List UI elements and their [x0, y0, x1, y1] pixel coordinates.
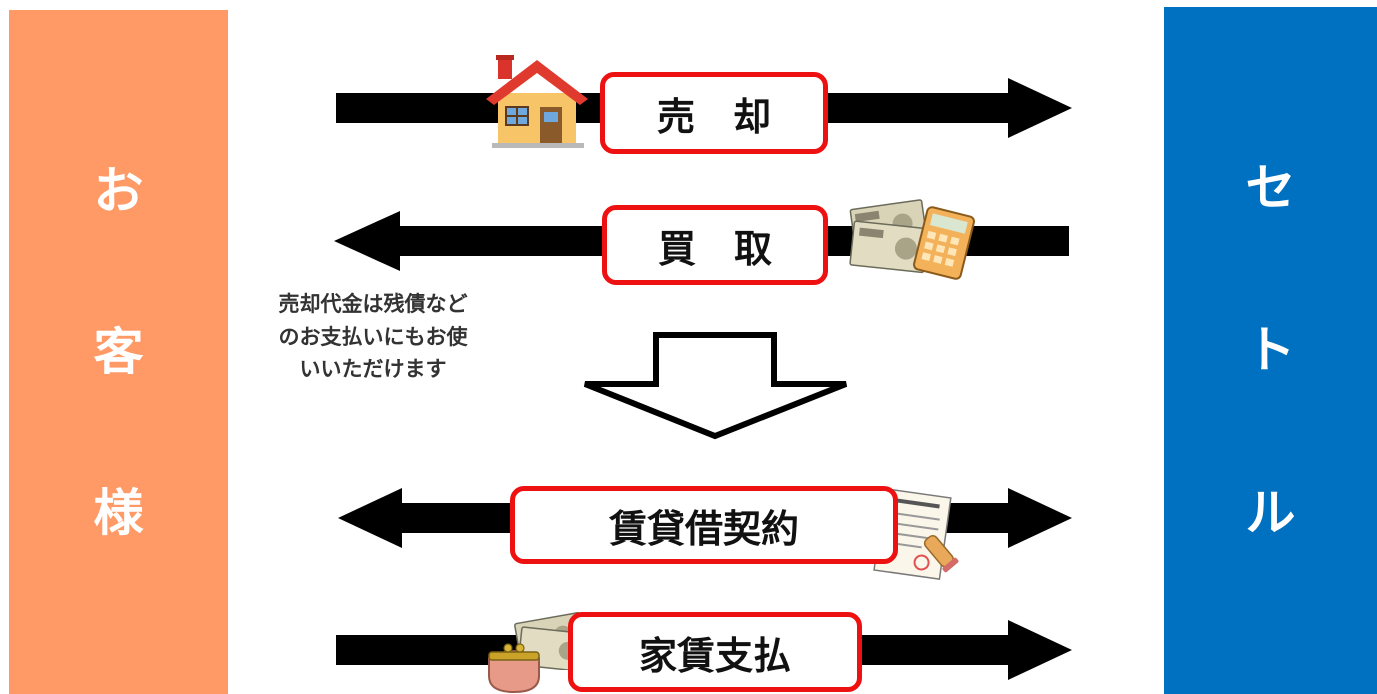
- lease-contract-label: 賃貸借契約: [510, 486, 898, 564]
- down-arrow: [583, 332, 848, 440]
- note-line-2: のお支払いにもお使: [278, 324, 468, 349]
- proceeds-note: 売却代金は残債など のお支払いにもお使 いいただけます: [238, 288, 508, 386]
- house-icon: [486, 55, 588, 148]
- banknotes-icon: [849, 199, 929, 274]
- coin-purse-icon: [488, 643, 540, 694]
- note-line-1: 売却代金は残債など: [278, 292, 468, 316]
- customer-label-char-1: お: [93, 161, 144, 220]
- purchase-label: 買 取: [602, 205, 828, 285]
- sale-label: 売 却: [600, 72, 828, 154]
- setoru-label-char-3: ル: [1245, 483, 1296, 542]
- setoru-label-char-2: ト: [1245, 321, 1296, 380]
- calculator-icon: [913, 206, 975, 280]
- customer-label-char-3: 様: [93, 484, 144, 543]
- customer-column: お 客 様: [9, 10, 228, 694]
- seal-stamp-icon: [923, 534, 959, 573]
- note-line-3: いいただけます: [299, 357, 447, 382]
- setoru-label-char-1: セ: [1245, 159, 1296, 218]
- customer-label-char-2: 客: [93, 322, 144, 381]
- rent-payment-label: 家賃支払: [568, 612, 862, 692]
- setoru-column: セ ト ル: [1164, 7, 1377, 694]
